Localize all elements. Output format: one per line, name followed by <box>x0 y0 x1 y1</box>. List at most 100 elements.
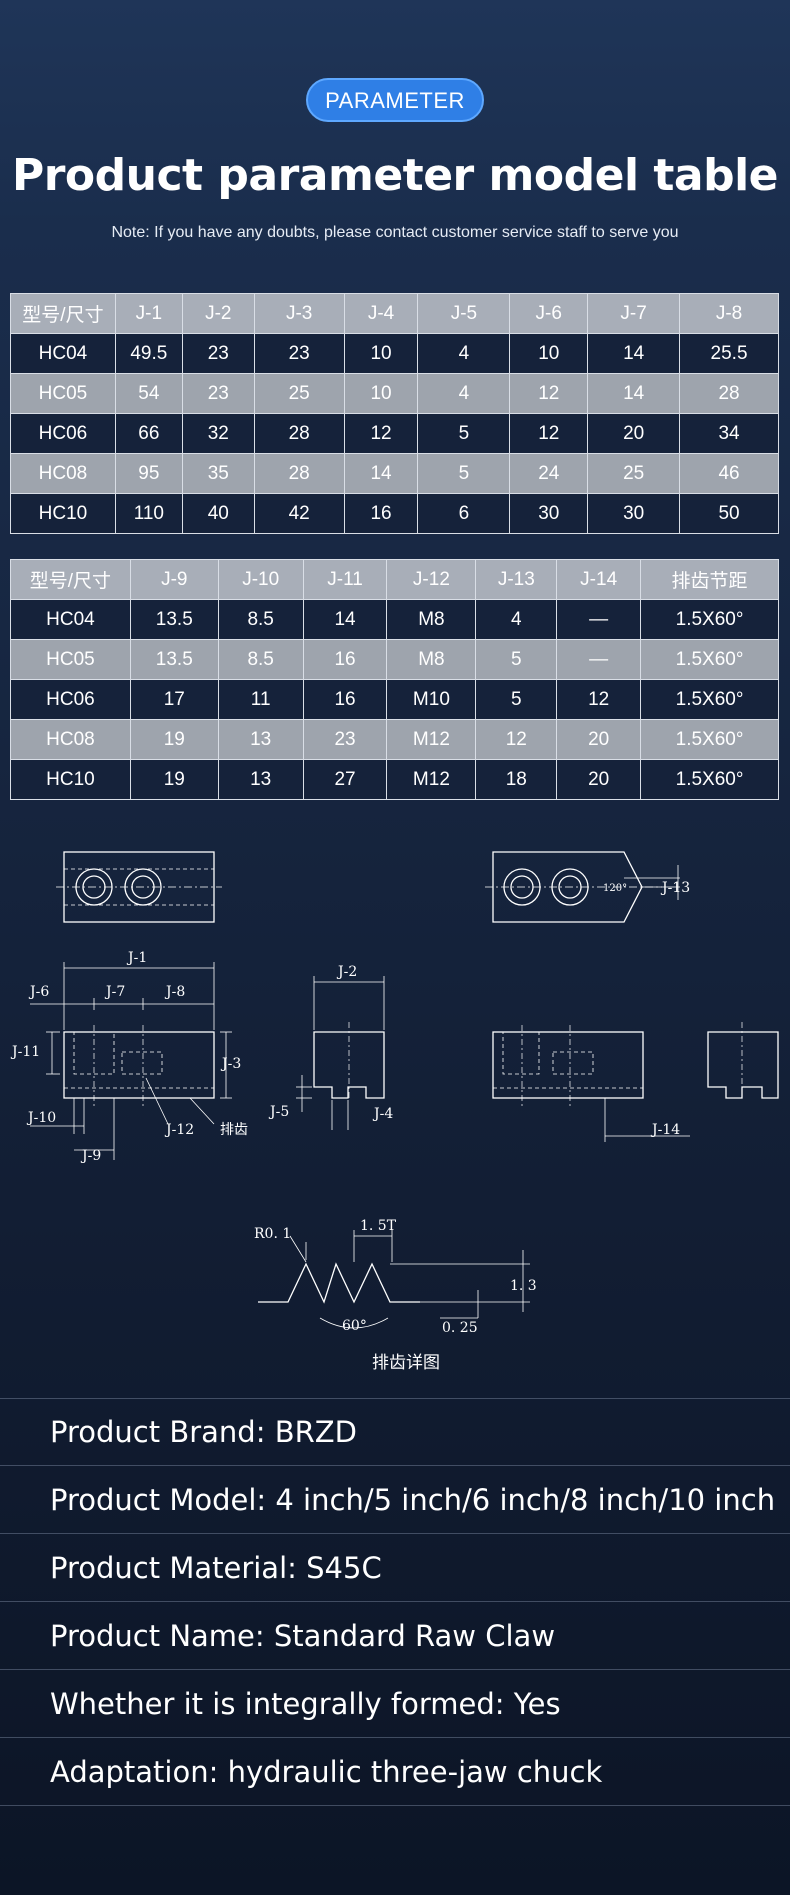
header-cell: J-5 <box>417 293 511 334</box>
table-cell: 95 <box>114 453 183 494</box>
technical-drawing: J-1 J-6 J-7 J-8 J-11 J-3 J-10 J-9 J-12 排… <box>10 851 779 1373</box>
header-cell: J-12 <box>386 559 477 600</box>
height-label: 1. 3 <box>510 1278 537 1294</box>
table-cell: HC06 <box>10 679 131 720</box>
table-cell: 8.5 <box>217 639 304 680</box>
table-cell: 32 <box>181 413 255 454</box>
table-cell: 14 <box>302 599 388 640</box>
dim-label-j9: J-9 <box>80 1148 101 1164</box>
spec-integral: Whether it is integrally formed: Yes <box>0 1670 790 1738</box>
dim-label-j7: J-7 <box>104 984 125 1000</box>
parameter-table-1: 型号/尺寸 J-1 J-2 J-3 J-4 J-5 J-6 J-7 J-8 HC… <box>10 293 779 534</box>
dim-label-j14: J-14 <box>650 1122 680 1138</box>
table-cell: 30 <box>587 493 681 534</box>
table-cell: 20 <box>556 719 642 760</box>
table-cell: 1.5X60° <box>640 599 779 640</box>
table-cell: 27 <box>302 759 388 800</box>
table-cell: 20 <box>556 759 642 800</box>
table-header-row: 型号/尺寸 J-9 J-10 J-11 J-12 J-13 J-14 排齿节距 <box>10 559 779 600</box>
table-cell: HC05 <box>10 639 131 680</box>
table-cell: 14 <box>587 373 681 414</box>
table-cell: 10 <box>343 373 419 414</box>
front-view-right-body <box>492 1031 644 1099</box>
teeth-profile <box>258 1262 420 1304</box>
spec-list: Product Brand: BRZD Product Model: 4 inc… <box>0 1398 790 1806</box>
table-cell: 40 <box>181 493 255 534</box>
header-cell: J-10 <box>217 559 304 600</box>
table-cell: 28 <box>679 373 779 414</box>
table-cell: 5 <box>417 453 511 494</box>
pitch-label: 1. 5T <box>360 1218 397 1234</box>
table-cell: 34 <box>679 413 779 454</box>
table-cell: HC10 <box>10 759 131 800</box>
table-cell: 13 <box>217 759 304 800</box>
table-cell: 12 <box>556 679 642 720</box>
table-cell: 25.5 <box>679 333 779 374</box>
table-cell: 14 <box>587 333 681 374</box>
header-cell: J-14 <box>556 559 642 600</box>
header-cell: J-7 <box>587 293 681 334</box>
table-cell: 35 <box>181 453 255 494</box>
dim-label-j3: J-3 <box>220 1056 241 1072</box>
table-cell: 110 <box>114 493 183 534</box>
dim-label-j11: J-11 <box>10 1044 40 1060</box>
table-cell: 14 <box>343 453 419 494</box>
table-cell: M12 <box>386 719 477 760</box>
table-cell: 30 <box>509 493 589 534</box>
spec-material: Product Material: S45C <box>0 1534 790 1602</box>
header-cell: J-6 <box>509 293 589 334</box>
depth-label: 0. 25 <box>442 1320 478 1336</box>
table-cell: 10 <box>509 333 589 374</box>
table-cell: 6 <box>417 493 511 534</box>
teeth-label: 排齿 <box>220 1122 248 1138</box>
header-cell: J-13 <box>475 559 558 600</box>
table-cell: 54 <box>114 373 183 414</box>
table-cell: 16 <box>302 679 388 720</box>
table-cell: 16 <box>343 493 419 534</box>
table-cell: M10 <box>386 679 477 720</box>
header-cell: J-9 <box>129 559 219 600</box>
table-cell: M12 <box>386 759 477 800</box>
dim-label-j4: J-4 <box>372 1106 393 1122</box>
table-cell: 13.5 <box>129 639 219 680</box>
table-cell: 13 <box>217 719 304 760</box>
parameter-table-2: 型号/尺寸 J-9 J-10 J-11 J-12 J-13 J-14 排齿节距 … <box>10 559 779 800</box>
table-cell: 12 <box>343 413 419 454</box>
table-cell: 28 <box>253 453 345 494</box>
header-cell: J-11 <box>302 559 388 600</box>
table-cell: 23 <box>253 333 345 374</box>
table-cell: 1.5X60° <box>640 639 779 680</box>
dim-label-j13: J-13 <box>660 880 690 896</box>
table-cell: 49.5 <box>114 333 183 374</box>
table-cell: 42 <box>253 493 345 534</box>
table-cell: 4 <box>417 373 511 414</box>
header-cell: J-1 <box>114 293 183 334</box>
table-cell: 23 <box>302 719 388 760</box>
plan-view-tip-body <box>492 851 643 923</box>
table-cell: 1.5X60° <box>640 679 779 720</box>
table-cell: 25 <box>587 453 681 494</box>
front-view-body <box>63 1031 215 1099</box>
radius-label: R0. 1 <box>254 1226 291 1242</box>
table-cell: M8 <box>386 639 477 680</box>
table-cell: HC04 <box>10 333 116 374</box>
table-cell: — <box>556 639 642 680</box>
table-cell: 4 <box>475 599 558 640</box>
header-cell: J-3 <box>253 293 345 334</box>
table-cell: 17 <box>129 679 219 720</box>
table-cell: 20 <box>587 413 681 454</box>
table-cell: HC08 <box>10 719 131 760</box>
side-view-right-body <box>707 1031 779 1099</box>
dim-label-j6: J-6 <box>28 984 49 1000</box>
table-cell: 12 <box>475 719 558 760</box>
table-cell: 1.5X60° <box>640 759 779 800</box>
side-view-body <box>313 1031 385 1099</box>
header-cell: 型号/尺寸 <box>10 293 116 334</box>
angle-label-120: 120° <box>603 883 627 894</box>
table-cell: 19 <box>129 719 219 760</box>
